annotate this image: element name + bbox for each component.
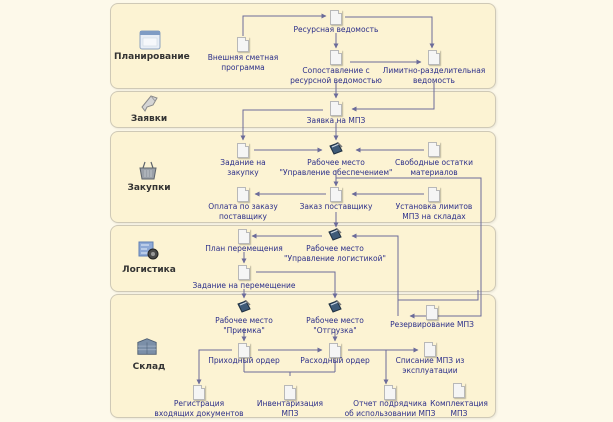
document-icon (426, 305, 438, 320)
workstation-icon (237, 300, 251, 313)
node-ws-receiving[interactable]: Рабочее место"Приемка" (215, 316, 273, 335)
conn-resource-limit (345, 16, 435, 49)
node-ws-supply[interactable]: Рабочее место"Управление обеспечением" (279, 158, 393, 177)
document-icon (329, 343, 341, 358)
document-icon (238, 343, 250, 358)
document-icon (428, 187, 440, 202)
logistics-map-icon (138, 241, 159, 260)
conn-limit-request (351, 82, 435, 112)
document-icon (330, 101, 342, 116)
document-icon (284, 385, 296, 400)
document-icon (330, 10, 342, 25)
node-ws-shipping[interactable]: Рабочее место"Отгрузка" (306, 316, 364, 335)
conn-reserve-up (398, 290, 479, 301)
workstation-icon (328, 300, 342, 313)
document-icon (330, 187, 342, 202)
lane-title-requests: Заявки (130, 114, 168, 124)
lane-title-planning: Планирование (114, 52, 190, 62)
node-mpz-request[interactable]: Заявка на МПЗ (306, 116, 366, 125)
conn-request-task (240, 109, 323, 141)
document-icon (453, 383, 465, 398)
node-move-plan[interactable]: План перемещения (205, 244, 283, 253)
conn-writeoff-contractor (383, 349, 389, 385)
node-reservation[interactable]: Резервирование МПЗ (390, 320, 474, 329)
document-icon (238, 229, 250, 244)
paper-scroll-icon (141, 95, 158, 112)
node-issue-order[interactable]: Расходный ордер (300, 356, 370, 365)
conn-reserve-wslog (351, 233, 399, 316)
warehouse-shelf-icon (137, 338, 157, 355)
node-move-task[interactable]: Задание на перемещение (192, 281, 296, 290)
lane-title-purchases: Закупки (127, 183, 171, 193)
basket-icon (139, 161, 157, 180)
document-icon (237, 143, 249, 158)
report-chart-icon (428, 142, 440, 157)
node-ws-logistics[interactable]: Рабочее место"Управление логистикой" (284, 244, 386, 263)
conn-inventory-orders (243, 358, 336, 376)
document-icon (238, 265, 250, 280)
document-icon (237, 37, 249, 52)
document-icon (424, 342, 436, 357)
workstation-icon (329, 142, 343, 155)
conn-ws-reservation (336, 177, 482, 319)
document-icon (237, 187, 249, 202)
node-supplier-order[interactable]: Заказ поставщику (299, 202, 373, 211)
lane-title-logistics: Логистика (122, 265, 176, 275)
lane-title-warehouse: Склад (132, 362, 166, 372)
document-icon (330, 50, 342, 65)
conn-movetask-shipping (256, 271, 338, 299)
document-icon (428, 50, 440, 65)
workstation-icon (328, 228, 342, 241)
document-icon (193, 385, 205, 400)
node-receipt-order[interactable]: Приходный ордер (208, 356, 280, 365)
node-resource-sheet[interactable]: Ресурсная ведомость (293, 25, 379, 34)
conn-estimate-resource (242, 13, 327, 36)
calendar-window-icon (139, 30, 161, 50)
document-icon (384, 385, 396, 400)
conn-receipt-incoming (196, 349, 232, 385)
